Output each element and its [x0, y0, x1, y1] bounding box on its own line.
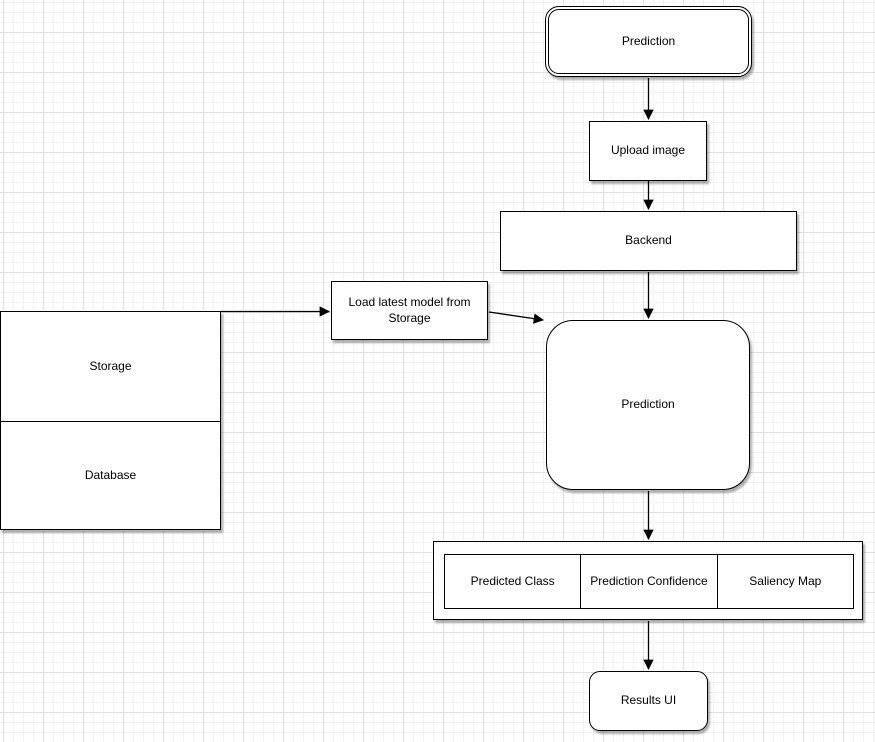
node-label: Saliency Map: [749, 573, 822, 588]
terminator-inner-border: Prediction: [548, 9, 749, 74]
cell-saliency-map[interactable]: Saliency Map: [716, 554, 854, 609]
node-backend[interactable]: Backend: [500, 211, 797, 271]
cell-prediction-confidence[interactable]: Prediction Confidence: [580, 554, 718, 609]
node-upload-image[interactable]: Upload image: [589, 121, 707, 181]
node-label: Prediction Confidence: [590, 573, 708, 588]
node-results-ui[interactable]: Results UI: [589, 671, 708, 731]
node-label: Upload image: [610, 143, 686, 158]
node-load-latest-model[interactable]: Load latest model from Storage: [331, 281, 488, 340]
node-label: Predicted Class: [470, 573, 555, 588]
node-results-container[interactable]: Predicted Class Prediction Confidence Sa…: [433, 541, 863, 620]
node-label: Database: [84, 467, 137, 482]
node-prediction-process[interactable]: Prediction: [546, 320, 750, 490]
node-label: Backend: [625, 233, 672, 248]
node-storage-database-list[interactable]: Storage Database: [0, 311, 221, 530]
node-label: Results UI: [620, 693, 677, 708]
node-label: Prediction: [621, 397, 675, 412]
node-start-terminator[interactable]: Prediction: [545, 6, 752, 77]
list-cell-storage[interactable]: Storage: [1, 312, 220, 421]
node-label: Load latest model from Storage: [348, 294, 471, 325]
list-cell-database[interactable]: Database: [1, 421, 220, 529]
node-label: Prediction: [621, 33, 676, 48]
results-cells-row: Predicted Class Prediction Confidence Sa…: [444, 554, 854, 609]
node-label: Storage: [89, 358, 132, 373]
edge-load-model-to-prediction[interactable]: [488, 311, 545, 324]
cell-predicted-class[interactable]: Predicted Class: [444, 554, 582, 609]
